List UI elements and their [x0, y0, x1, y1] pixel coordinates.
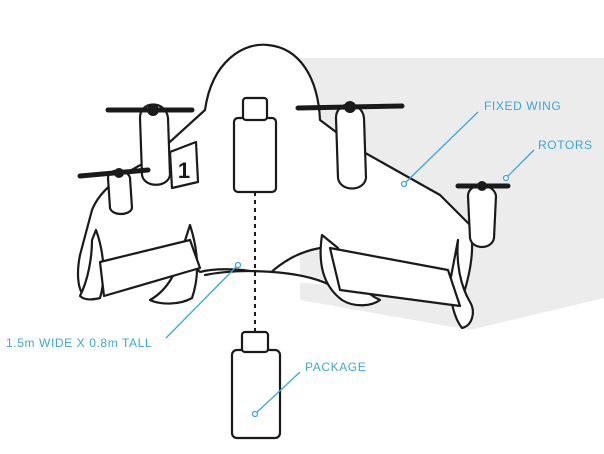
- fuselage-belly: [203, 270, 332, 287]
- dimensions-label: 1.5m WIDE X 0.8m TALL: [6, 336, 153, 350]
- right-rear-rotor-hub: [477, 181, 487, 191]
- dimensions-leader: [165, 264, 239, 339]
- rotors-marker: [502, 174, 510, 182]
- fixed-wing-label: FIXED WING: [484, 99, 562, 113]
- left-front-rotor-pod: [138, 103, 172, 186]
- aircraft-number: 1: [178, 158, 190, 183]
- package-label: PACKAGE: [305, 360, 367, 374]
- payload-bay: [232, 116, 278, 194]
- right-rear-rotor-pod: [466, 184, 498, 249]
- number-plate: [168, 140, 200, 190]
- package-top: [240, 330, 270, 354]
- rotors-label: ROTORS: [538, 138, 593, 152]
- right-trailing-panel: [328, 246, 462, 308]
- package-marker: [251, 410, 259, 418]
- package-box: [230, 348, 282, 440]
- right-front-rotor-hub: [344, 101, 356, 113]
- dimensions-marker: [234, 261, 242, 269]
- payload-bay-top: [241, 96, 269, 122]
- left-front-rotor-hub: [147, 104, 159, 116]
- left-trailing-panel: [98, 238, 202, 298]
- rotors-leader: [505, 149, 535, 179]
- fixed-wing-leader: [403, 111, 479, 185]
- fixed-wing-marker: [400, 180, 408, 188]
- left-rear-rotor-hub: [114, 168, 124, 178]
- right-front-rotor-pod: [334, 103, 368, 190]
- package-leader: [254, 371, 301, 415]
